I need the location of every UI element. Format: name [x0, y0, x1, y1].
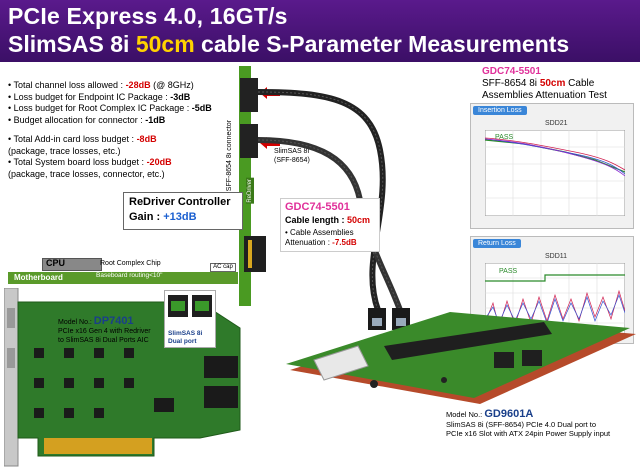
- return-loss-title: Return Loss: [473, 239, 521, 248]
- redriver-gain: Gain : +13dB: [129, 211, 197, 223]
- bullet-system-loss: • Total System board loss budget : -20dB: [8, 157, 172, 167]
- gd9601a-board-graphic: [286, 312, 636, 404]
- cable-attenuation: • Cable Assemblies Attenuation : -7.5dB: [285, 228, 357, 247]
- baseboard-routing-label: Baseboard routing<10": [96, 272, 163, 279]
- return-loss-sub: SDD11: [545, 253, 568, 260]
- bullet-system-sub: (package, trace losses, connector, etc.): [8, 168, 165, 179]
- attenuation-test-title: GDC74-5501 SFF-8654 8i 50cm Cable Assemb…: [482, 66, 607, 101]
- bullet-addin-sub: (package, trace losses, etc.): [8, 145, 121, 156]
- title-highlight-length: 50cm: [135, 31, 195, 57]
- insertion-pass-label: PASS: [495, 134, 514, 141]
- insertion-loss-title: Insertion Loss: [473, 106, 527, 115]
- model-gd9601a-label: Model No.: GD9601A SlimSAS 8i (SFF-8654)…: [446, 408, 611, 439]
- return-pass-label: PASS: [499, 268, 518, 275]
- bullet-channel-loss: • Total channel loss allowed : -28dB (@ …: [8, 80, 194, 90]
- bullet-connector-budget: • Budget allocation for connector : -1dB: [8, 114, 166, 125]
- slimsas-connector-bottom: [240, 124, 258, 158]
- root-complex-label: Root Complex Chip: [100, 260, 161, 267]
- cable-model: GDC74-5501: [285, 201, 350, 213]
- slimsas-port-inset: [164, 290, 216, 348]
- insertion-loss-panel: Insertion Loss SDD21 PASS: [470, 103, 634, 229]
- ac-cap-label: AC cap: [210, 263, 236, 272]
- cpu-label: CPU: [46, 258, 66, 268]
- insertion-loss-sub: SDD21: [545, 120, 568, 127]
- motherboard-label: Motherboard: [14, 273, 63, 282]
- redriver-info-box: ReDriver Controller Gain : +13dB: [123, 192, 243, 230]
- insertion-loss-plot: [485, 130, 625, 216]
- title-line-2: SlimSAS 8i 50cm cable S-Parameter Measur…: [8, 31, 570, 57]
- loss-budget-list: • Total channel loss allowed : -28dB (@ …: [8, 80, 238, 180]
- header-banner: PCIe Express 4.0, 16GT/s SlimSAS 8i 50cm…: [0, 0, 640, 62]
- title-line-1: PCIe Express 4.0, 16GT/s: [8, 3, 288, 29]
- slimsas-connector-top: [240, 78, 258, 112]
- slimsas-label: SlimSAS 8i(SFF-8654): [274, 148, 310, 164]
- cpu-chip: [42, 258, 102, 271]
- bullet-endpoint-loss: • Loss budget for Endpoint IC Package : …: [8, 91, 191, 102]
- motherboard-bar: [8, 272, 238, 284]
- bullet-addin-loss: • Total Add-in card loss budget : -8dB: [8, 134, 157, 144]
- bullet-root-complex-loss: • Loss budget for Root Complex IC Packag…: [8, 103, 212, 113]
- redriver-title: ReDriver Controller: [129, 196, 231, 208]
- model-dp7401-label: Model No.: DP7401 PCIe x16 Gen 4 with Re…: [58, 315, 151, 345]
- cable-info-box: GDC74-5501 Cable length : 50cm • Cable A…: [280, 198, 380, 252]
- cable-length: Cable length : 50cm: [285, 215, 371, 225]
